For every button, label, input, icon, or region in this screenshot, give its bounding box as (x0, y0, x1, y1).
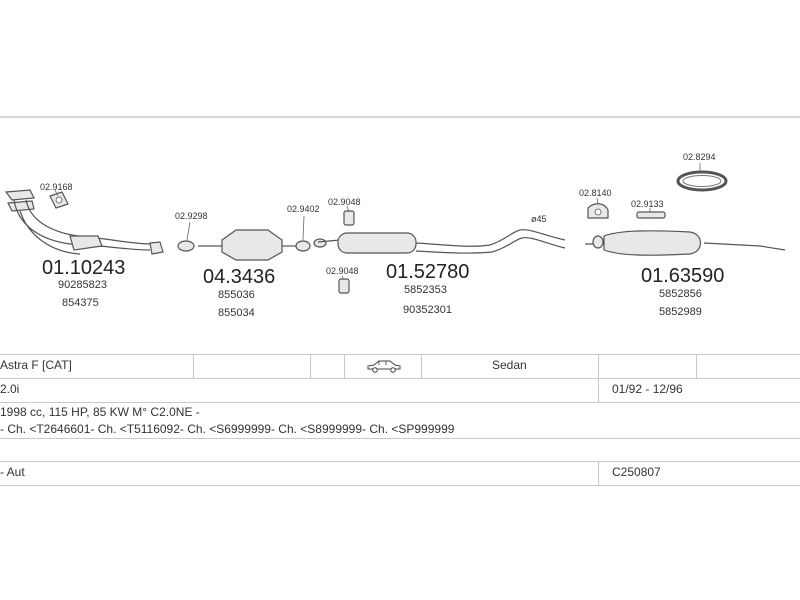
hanger-b[interactable] (338, 275, 350, 294)
table-line-1 (0, 354, 800, 355)
hanger-a[interactable] (343, 205, 355, 226)
rear-silencer-part[interactable] (585, 230, 786, 256)
table-line-3 (0, 402, 800, 403)
part-ref-rear-silencer-2: 5852989 (659, 306, 702, 318)
table-vline-1 (193, 354, 194, 378)
label-pipe-diameter: ø45 (531, 214, 547, 224)
label-clamp-a: 02.9298 (175, 211, 208, 221)
part-ref-middle-silencer-1: 5852353 (404, 284, 447, 296)
vehicle-code: C250807 (612, 465, 661, 479)
clamp-a[interactable] (177, 221, 195, 252)
table-vline-4 (421, 354, 422, 378)
vehicle-engine: 2.0i (0, 382, 20, 396)
table-vline-6 (696, 354, 697, 378)
label-hanger-b: 02.9048 (326, 266, 359, 276)
gasket-a[interactable] (49, 189, 69, 209)
label-hanger-c: 02.8140 (579, 188, 612, 198)
middle-silencer-part[interactable] (313, 229, 566, 254)
part-number-rear-silencer: 01.63590 (641, 265, 724, 287)
vehicle-years: 01/92 - 12/96 (612, 382, 683, 396)
table-line-2 (0, 378, 800, 379)
label-gasket-a: 02.9168 (40, 182, 73, 192)
label-ring-e: 02.8294 (683, 152, 716, 162)
part-ref-middle-silencer-2: 90352301 (403, 304, 452, 316)
label-clamp-b: 02.9402 (287, 204, 320, 214)
vehicle-transmission: - Aut (0, 465, 25, 479)
ring-e[interactable] (676, 163, 728, 192)
label-hanger-a: 02.9048 (328, 197, 361, 207)
vehicle-model: Astra F [CAT] (0, 358, 72, 372)
table-line-4 (0, 438, 800, 439)
catalyst-part[interactable] (180, 229, 296, 261)
part-ref-downpipe-1: 90285823 (58, 279, 107, 291)
vehicle-body: Sedan (492, 358, 527, 372)
table-vline-5 (598, 354, 599, 402)
part-number-downpipe: 01.10243 (42, 257, 125, 279)
part-number-catalyst: 04.3436 (203, 266, 275, 288)
part-ref-catalyst-2: 855034 (218, 307, 255, 319)
table-vline-7 (598, 461, 599, 485)
table-vline-3 (344, 354, 345, 378)
car-icon (366, 358, 402, 377)
part-ref-catalyst-1: 855036 (218, 289, 255, 301)
table-line-6 (0, 485, 800, 486)
hanger-c[interactable] (587, 197, 609, 219)
part-ref-downpipe-2: 854375 (62, 297, 99, 309)
clamp-b[interactable] (295, 215, 311, 252)
table-line-5 (0, 461, 800, 462)
part-number-middle-silencer: 01.52780 (386, 261, 469, 283)
vehicle-chassis: - Ch. <T2646601- Ch. <T5116092- Ch. <S69… (0, 422, 455, 436)
label-mount-d: 02.9133 (631, 199, 664, 209)
part-ref-rear-silencer-1: 5852856 (659, 288, 702, 300)
table-vline-2 (310, 354, 311, 378)
mount-d[interactable] (636, 208, 666, 219)
vehicle-specs: 1998 cc, 115 HP, 85 KW M° C2.0NE - (0, 405, 200, 419)
downpipe-part[interactable] (4, 189, 164, 255)
